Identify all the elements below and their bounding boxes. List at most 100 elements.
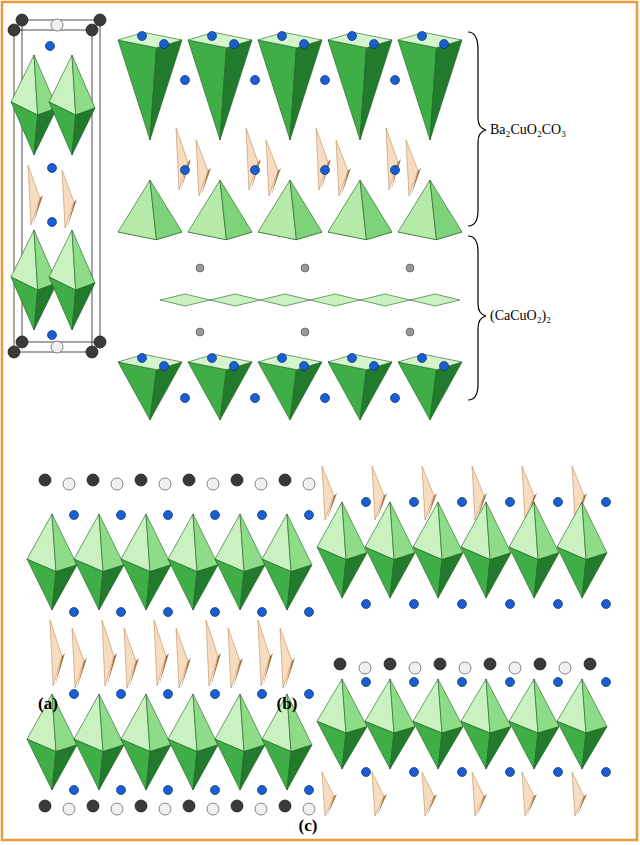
- octahedron-face: [342, 679, 367, 733]
- blue-atom: [70, 690, 79, 699]
- blue-atom: [138, 354, 147, 363]
- carbonate-triangle: [62, 170, 74, 228]
- carbonate-triangle-edge: [233, 658, 243, 688]
- pyramid-face: [188, 40, 226, 140]
- carbonate-triangle: [258, 620, 270, 686]
- carbonate-triangle: [372, 772, 384, 816]
- structure-layer: [8, 14, 611, 816]
- octahedron-face: [317, 547, 346, 598]
- blue-atom: [181, 166, 190, 175]
- octahedron-face: [365, 547, 394, 598]
- blue-atom: [362, 768, 371, 777]
- blue-atom: [410, 600, 419, 609]
- pyramid-face: [360, 40, 392, 140]
- carbonate-triangle-edge: [33, 195, 43, 225]
- white-atom: [509, 662, 521, 674]
- octahedron-face: [240, 565, 265, 610]
- pyramid-face: [398, 180, 436, 240]
- black-atom: [8, 24, 20, 36]
- white-atom: [207, 803, 219, 815]
- carbonate-triangle: [28, 165, 40, 225]
- octahedron-face: [287, 565, 312, 610]
- carbonate-triangle-edge: [181, 658, 191, 688]
- black-atom: [135, 474, 147, 486]
- pyramid-base: [258, 354, 322, 369]
- pyramid-face: [220, 180, 252, 240]
- blue-atom: [48, 164, 57, 173]
- blue-atom: [164, 608, 173, 617]
- octahedron-face: [146, 694, 171, 752]
- octahedron-face: [72, 55, 95, 115]
- panel-label: (b): [277, 695, 298, 714]
- blue-atom: [554, 768, 563, 777]
- octahedron-face: [49, 277, 76, 330]
- blue-atom: [602, 498, 611, 507]
- black-atom: [231, 474, 243, 486]
- blue-atom: [506, 498, 515, 507]
- octahedron-face: [27, 559, 56, 610]
- black-atom: [86, 24, 98, 36]
- blue-atom: [362, 600, 371, 609]
- pyramid-face: [360, 180, 392, 240]
- blue-atom: [305, 511, 314, 520]
- carbonate-triangle-edge: [527, 794, 537, 816]
- octahedron-face: [193, 745, 218, 790]
- octahedron-face: [240, 514, 265, 572]
- octahedron-face: [509, 547, 538, 598]
- pyramid-face: [430, 180, 462, 240]
- blue-atom: [440, 362, 449, 371]
- octahedron-face: [240, 745, 265, 790]
- blue-atom: [70, 608, 79, 617]
- octahedron-face: [121, 739, 150, 790]
- blue-atom: [602, 768, 611, 777]
- octahedron-face: [74, 559, 103, 610]
- carbonate-triangle-edge: [181, 159, 191, 190]
- black-atom: [279, 800, 291, 812]
- blue-atom: [305, 690, 314, 699]
- grey-atom: [301, 264, 309, 272]
- black-atom: [534, 658, 546, 670]
- white-atom: [559, 662, 571, 674]
- black-atom: [231, 800, 243, 812]
- pyramid-base: [118, 32, 182, 47]
- carbonate-triangle-edge: [67, 199, 77, 228]
- blue-atom: [258, 690, 267, 699]
- grey-atom: [301, 328, 309, 336]
- pyramid-base: [188, 354, 252, 369]
- carbonate-triangle: [176, 128, 188, 190]
- octahedron-face: [99, 565, 124, 610]
- blue-atom: [602, 678, 611, 687]
- white-atom: [303, 478, 315, 490]
- pyramid-face: [118, 40, 156, 140]
- blue-atom: [230, 362, 239, 371]
- octahedron-face: [240, 694, 265, 752]
- blue-atom: [418, 32, 427, 41]
- blue-atom: [164, 690, 173, 699]
- blue-atom: [278, 32, 287, 41]
- pyramid-face: [188, 362, 226, 420]
- carbonate-triangle: [72, 628, 84, 688]
- carbonate-triangle: [176, 628, 188, 688]
- white-atom: [207, 478, 219, 490]
- blue-atom: [211, 511, 220, 520]
- carbonate-triangle: [322, 772, 334, 816]
- white-atom: [459, 662, 471, 674]
- blue-atom: [251, 76, 260, 85]
- blue-atom: [208, 32, 217, 41]
- blue-atom: [321, 76, 330, 85]
- octahedron-face: [34, 283, 57, 330]
- carbonate-triangle: [266, 140, 278, 196]
- white-atom: [51, 341, 63, 353]
- pyramid-face: [360, 362, 392, 420]
- blue-atom: [258, 511, 267, 520]
- white-atom: [303, 803, 315, 815]
- black-atom: [39, 800, 51, 812]
- blue-atom: [160, 362, 169, 371]
- carbonate-triangle: [124, 628, 136, 688]
- copper-oxide-plane: [360, 294, 410, 306]
- octahedron-face: [557, 547, 586, 598]
- pyramid-base: [398, 354, 462, 369]
- grey-atom: [406, 328, 414, 336]
- blue-atom: [258, 786, 267, 795]
- pyramid-face: [150, 362, 182, 420]
